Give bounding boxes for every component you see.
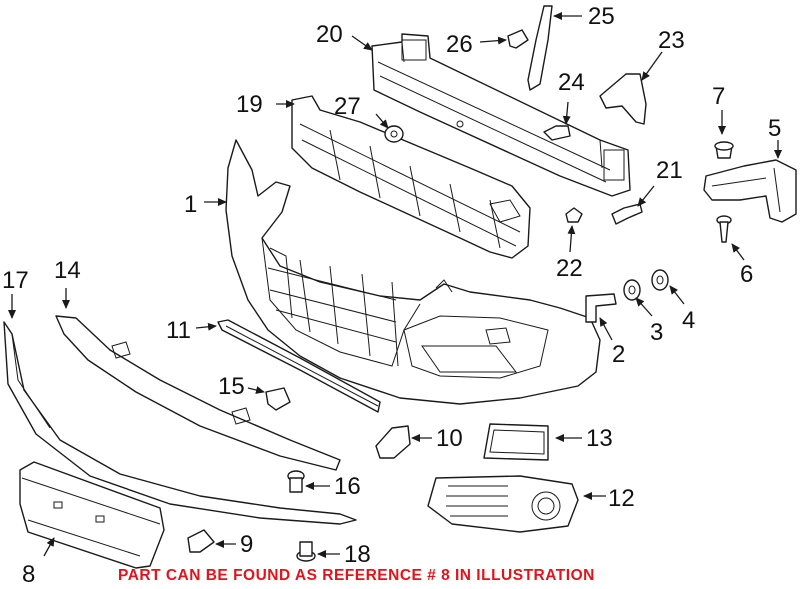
part-23-bracket [599, 73, 647, 125]
part-27-nut [384, 125, 404, 143]
callout-18: 18 [344, 541, 371, 568]
callout-5: 5 [768, 115, 781, 142]
callout-9: 9 [240, 531, 253, 558]
part-11-trim-strip [217, 319, 381, 413]
part-9-retainer [187, 529, 215, 553]
callout-1: 1 [184, 191, 197, 218]
callout-17: 17 [2, 267, 29, 294]
callout-24: 24 [558, 69, 585, 96]
part-3-grommet [623, 279, 641, 301]
part-8-license-bracket [19, 461, 165, 569]
callout-15: 15 [218, 373, 245, 400]
callout-7: 7 [712, 83, 725, 110]
reference-note: PART CAN BE FOUND AS REFERENCE # 8 IN IL… [118, 567, 595, 584]
callout-22: 22 [556, 255, 583, 282]
part-22-nut [565, 207, 583, 223]
part-12-fog-grille [427, 475, 579, 533]
part-15-clip [265, 387, 291, 411]
callout-14: 14 [54, 257, 81, 284]
part-5-side-bracket [703, 159, 797, 223]
callout-4: 4 [682, 307, 695, 334]
part-6-screw [716, 215, 732, 243]
callout-16: 16 [334, 473, 361, 500]
callout-20: 20 [316, 21, 343, 48]
part-16-clip [287, 470, 305, 493]
callout-8: 8 [22, 561, 35, 588]
part-26-screw [507, 29, 529, 49]
part-24-bolt [543, 125, 571, 141]
part-20-reinforcement-bar [371, 33, 631, 197]
part-13-cover [483, 423, 549, 461]
callout-19: 19 [236, 91, 263, 118]
callout-11: 11 [166, 317, 191, 344]
callout-27: 27 [334, 93, 361, 120]
part-18-fastener [296, 541, 316, 562]
callout-3: 3 [650, 319, 663, 346]
callout-25: 25 [588, 3, 615, 30]
callout-12: 12 [608, 485, 635, 512]
part-21-bolt [611, 203, 643, 225]
part-4-nut [651, 269, 669, 291]
part-14-spoiler-insert [55, 315, 341, 471]
part-7-clip [714, 141, 734, 159]
callout-23: 23 [658, 27, 685, 54]
part-1-bumper-cover [225, 139, 601, 405]
part-19-energy-absorber [291, 95, 531, 259]
callout-2: 2 [612, 341, 625, 368]
callout-21: 21 [656, 157, 683, 184]
part-2-guide [585, 293, 617, 323]
callout-13: 13 [586, 425, 613, 452]
leader-lines [8, 12, 782, 558]
callout-26: 26 [446, 31, 473, 58]
part-25-strut [527, 5, 553, 91]
callout-10: 10 [436, 425, 463, 452]
callout-labels: 1 2 3 4 5 6 7 8 9 10 11 12 13 14 15 16 1… [2, 3, 781, 588]
part-10-cap [375, 425, 411, 459]
callout-6: 6 [740, 261, 753, 288]
part-17-lower-spoiler [3, 321, 357, 525]
